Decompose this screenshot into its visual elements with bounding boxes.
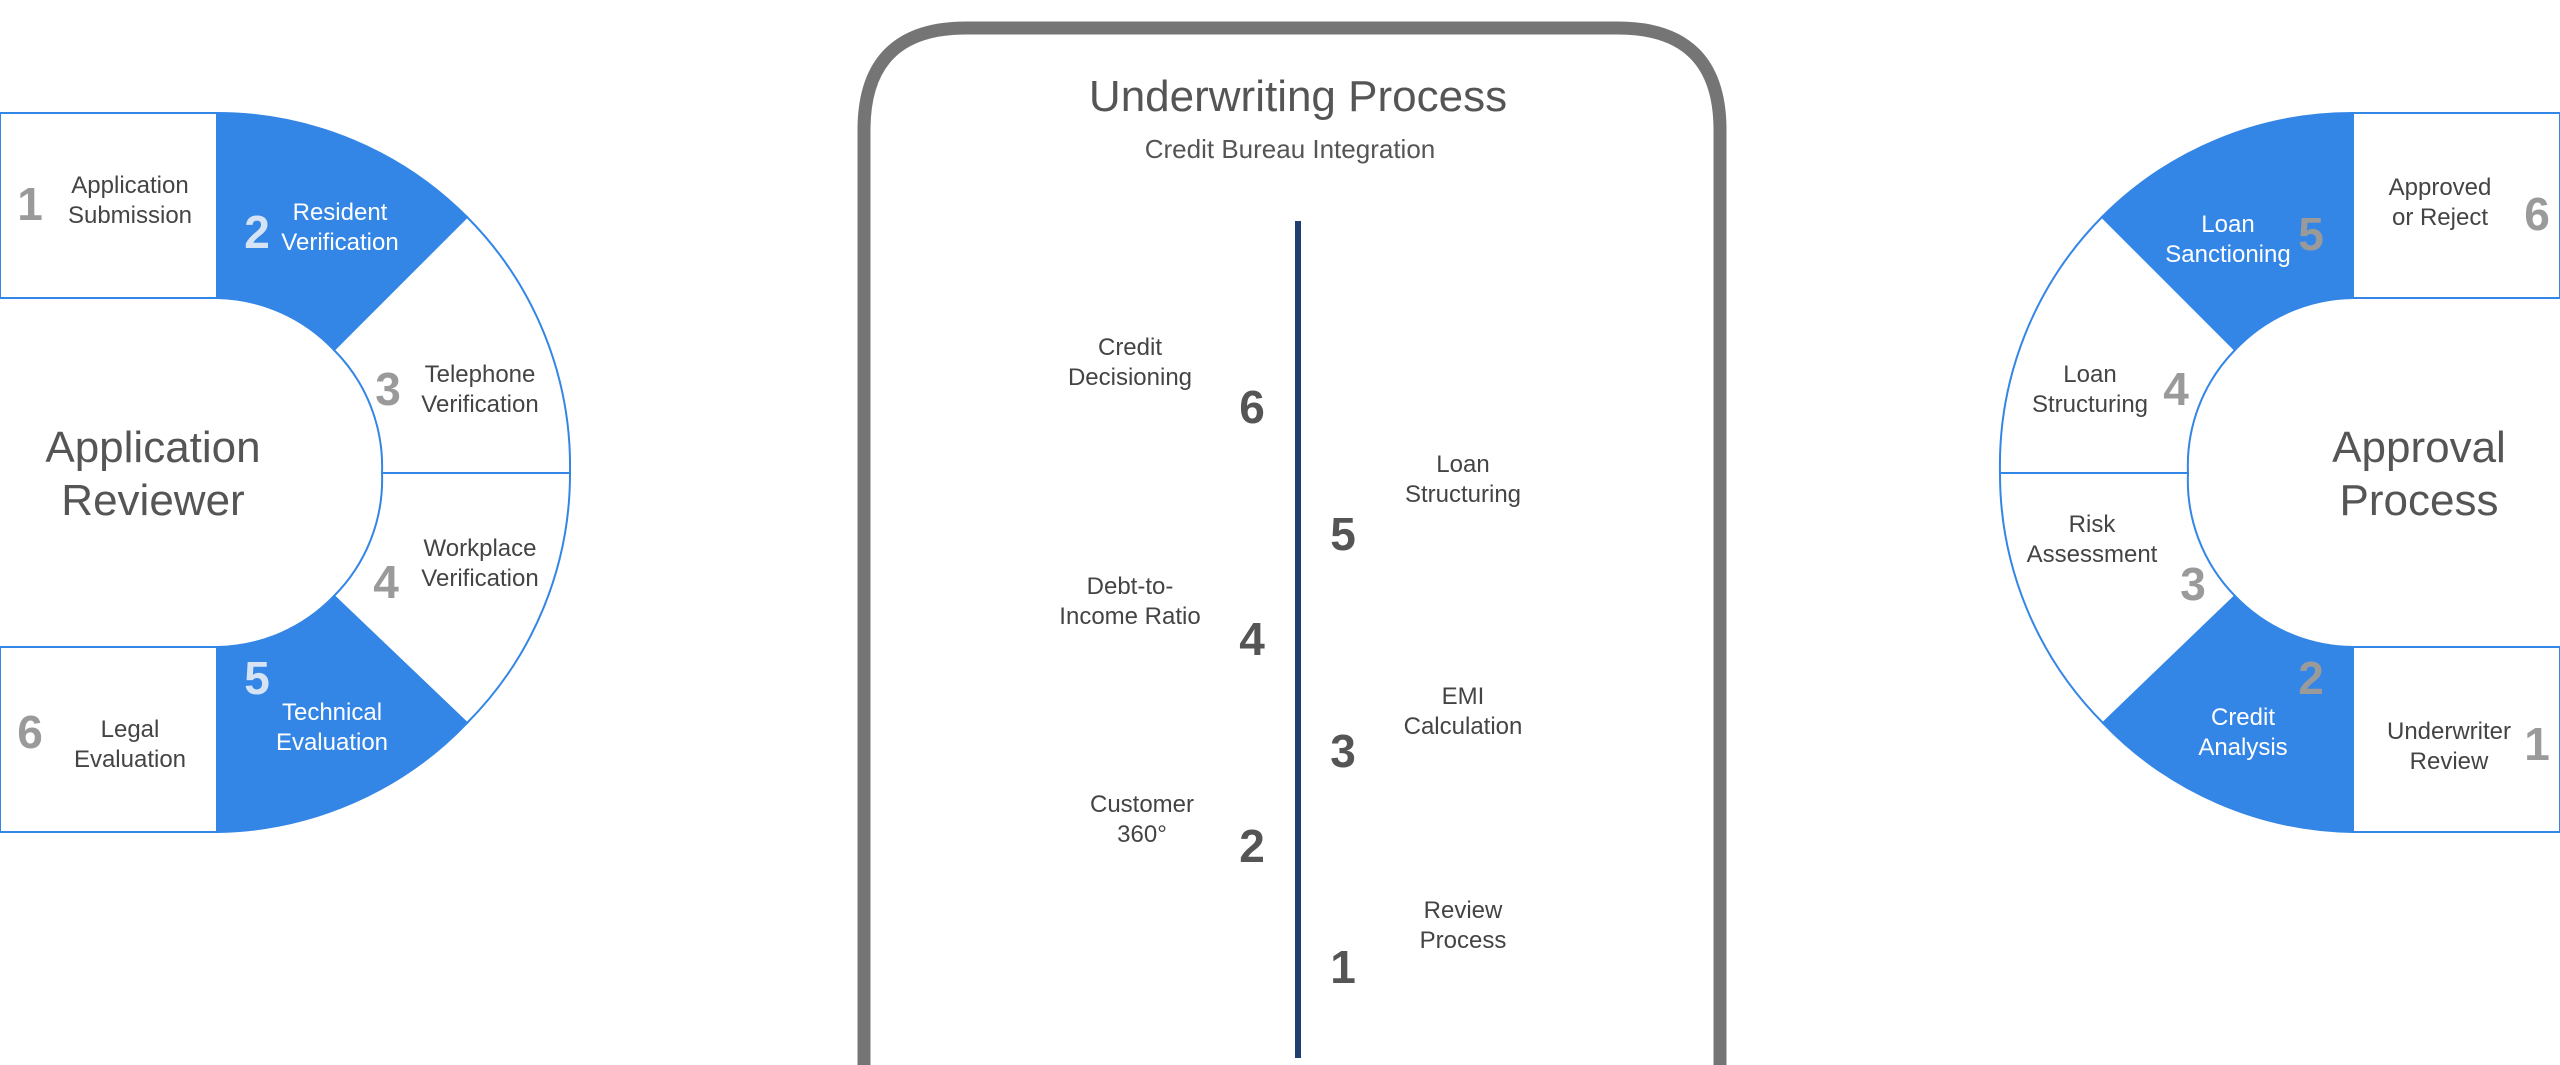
- left-step-2-number: 2: [244, 206, 270, 258]
- center-step-3: EMI Calculation 3: [1330, 683, 1522, 777]
- left-step-1-label: Submission: [68, 202, 192, 229]
- center-step-1-label: Review: [1424, 897, 1503, 924]
- center-step-5-label: Structuring: [1405, 481, 1521, 508]
- left-step-4-number: 4: [373, 556, 399, 608]
- right-step-6-label: or Reject: [2392, 204, 2488, 231]
- left-step-5: 5 Technical Evaluation: [216, 594, 469, 834]
- left-step-2: 2 Resident Verification: [216, 111, 469, 352]
- approval-process-panel: Approved or Reject 6 Loan Sanctioning 5 …: [1998, 111, 2560, 834]
- left-step-3-label: Verification: [421, 391, 538, 418]
- right-step-1: Underwriter Review 1: [2352, 646, 2560, 833]
- left-step-3-number: 3: [375, 363, 401, 415]
- center-step-4-number: 4: [1239, 613, 1265, 665]
- left-panel-title: Application: [45, 423, 260, 472]
- left-step-5-label: Evaluation: [276, 729, 388, 756]
- application-reviewer-panel: 1 Application Submission 2 Resident Veri…: [0, 111, 572, 834]
- right-step-1-label: Underwriter: [2387, 718, 2511, 745]
- left-step-5-label: Technical: [282, 699, 382, 726]
- underwriting-process-panel: Underwriting Process Credit Bureau Integ…: [857, 21, 1727, 1065]
- left-step-3-shape: [332, 215, 572, 474]
- left-step-5-number: 5: [244, 652, 270, 704]
- right-step-1-label: Review: [2410, 748, 2489, 775]
- right-step-3-shape: [1998, 472, 2237, 725]
- right-step-2: 2 Credit Analysis: [2101, 594, 2354, 834]
- phone-frame: [857, 21, 1727, 1065]
- left-step-6-shape: [0, 646, 218, 833]
- right-step-2-label: Credit: [2211, 704, 2275, 731]
- left-step-6-number: 6: [17, 706, 43, 758]
- right-step-4-label: Structuring: [2032, 391, 2148, 418]
- right-step-3-number: 3: [2180, 558, 2206, 610]
- left-step-4-label: Verification: [421, 565, 538, 592]
- right-step-6: Approved or Reject 6: [2352, 112, 2560, 299]
- center-step-5-label: Loan: [1436, 451, 1489, 478]
- center-step-6-label: Decisioning: [1068, 364, 1192, 391]
- left-step-2-label: Verification: [281, 229, 398, 256]
- center-step-3-number: 3: [1330, 725, 1356, 777]
- center-step-1-number: 1: [1330, 941, 1356, 993]
- left-step-1-label: Application: [71, 172, 188, 199]
- center-step-6: Credit Decisioning 6: [1068, 334, 1265, 433]
- left-step-6-label: Legal: [101, 716, 160, 743]
- left-step-4-shape: [332, 472, 572, 725]
- left-step-2-label: Resident: [293, 199, 388, 226]
- center-step-4: Debt-to- Income Ratio 4: [1059, 573, 1265, 665]
- left-step-3-label: Telephone: [425, 361, 536, 388]
- center-step-3-label: Calculation: [1404, 713, 1523, 740]
- left-step-2-shape: [216, 111, 469, 352]
- right-step-3: Risk Assessment 3: [1998, 472, 2237, 725]
- center-step-2-label: Customer: [1090, 791, 1194, 818]
- center-title: Underwriting Process: [1089, 72, 1507, 121]
- right-step-2-number: 2: [2298, 652, 2324, 704]
- right-step-2-shape: [2101, 594, 2354, 834]
- left-step-4: 4 Workplace Verification: [332, 472, 572, 725]
- center-step-6-label: Credit: [1098, 334, 1162, 361]
- left-step-4-label: Workplace: [424, 535, 537, 562]
- right-step-4-shape: [1998, 215, 2237, 474]
- center-step-1: Review Process 1: [1330, 897, 1506, 993]
- right-step-5-label: Loan: [2201, 211, 2254, 238]
- right-step-6-label: Approved: [2389, 174, 2492, 201]
- right-step-3-label: Risk: [2069, 511, 2117, 538]
- right-panel-title: Approval: [2332, 423, 2506, 472]
- left-step-3: 3 Telephone Verification: [332, 215, 572, 474]
- left-step-5-shape: [216, 594, 469, 834]
- left-step-6-label: Evaluation: [74, 746, 186, 773]
- center-step-2-number: 2: [1239, 820, 1265, 872]
- center-step-5-number: 5: [1330, 508, 1356, 560]
- center-step-3-label: EMI: [1442, 683, 1485, 710]
- center-step-2: Customer 360° 2: [1090, 791, 1265, 872]
- right-step-5: Loan Sanctioning 5: [2100, 111, 2354, 352]
- right-step-4-number: 4: [2163, 363, 2189, 415]
- right-step-5-label: Sanctioning: [2165, 241, 2290, 268]
- right-step-2-label: Analysis: [2198, 734, 2287, 761]
- left-step-1-number: 1: [17, 178, 43, 230]
- right-step-5-number: 5: [2298, 208, 2324, 260]
- center-step-4-label: Income Ratio: [1059, 603, 1200, 630]
- right-step-6-number: 6: [2524, 188, 2550, 240]
- right-step-3-label: Assessment: [2027, 541, 2158, 568]
- right-step-4: Loan Structuring 4: [1998, 215, 2237, 474]
- center-subtitle: Credit Bureau Integration: [1145, 134, 1436, 164]
- right-step-1-number: 1: [2524, 718, 2550, 770]
- right-step-5-shape: [2100, 111, 2354, 352]
- left-panel-title: Reviewer: [61, 476, 244, 525]
- center-step-1-label: Process: [1420, 927, 1507, 954]
- left-step-1: 1 Application Submission: [0, 112, 218, 299]
- center-step-2-label: 360°: [1117, 821, 1167, 848]
- center-step-6-number: 6: [1239, 381, 1265, 433]
- left-step-6: 6 Legal Evaluation: [0, 646, 218, 833]
- center-step-4-label: Debt-to-: [1087, 573, 1174, 600]
- right-step-1-shape: [2352, 646, 2560, 833]
- center-step-5: Loan Structuring 5: [1330, 451, 1521, 560]
- right-panel-title: Process: [2340, 476, 2499, 525]
- right-step-4-label: Loan: [2063, 361, 2116, 388]
